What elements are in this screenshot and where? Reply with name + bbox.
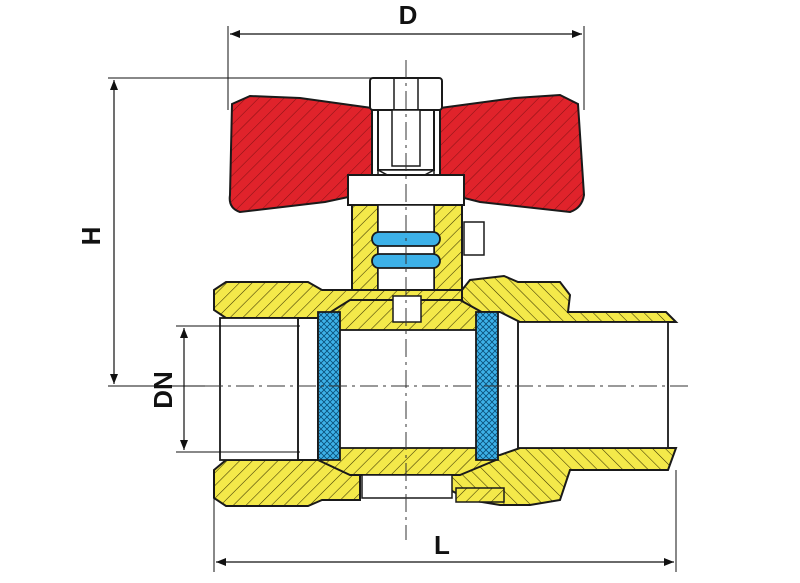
ball-slot <box>392 295 422 323</box>
dimension-label-l: L <box>434 530 450 560</box>
lower-gland <box>361 474 453 499</box>
dimension-label-d: D <box>399 0 418 30</box>
handle-right-wing <box>439 93 586 214</box>
right-insert <box>455 487 505 503</box>
handle <box>228 94 373 214</box>
left-bore <box>219 317 299 461</box>
right-bore <box>517 321 669 449</box>
bonnet-left <box>351 204 379 291</box>
dimension-label-h: H <box>76 227 106 246</box>
bonnet-right <box>433 204 463 291</box>
ball-bore <box>335 329 479 449</box>
dimension-label-dn: DN <box>148 371 178 409</box>
stop-tab <box>463 221 485 256</box>
